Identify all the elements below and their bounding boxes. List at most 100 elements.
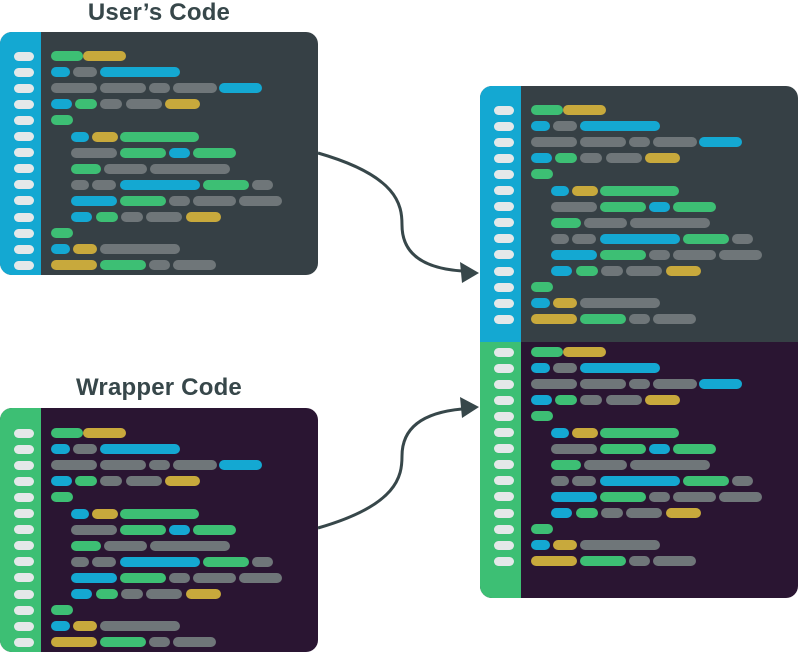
- wrapper-code-token: [120, 556, 200, 567]
- wrapper-code-token: [120, 524, 166, 535]
- combined-wrapper-code-token: [572, 427, 598, 438]
- combined-user-code-token: [531, 105, 563, 115]
- user-code-token: [73, 244, 97, 255]
- user-code-token: [73, 67, 97, 78]
- wrapper-code-token: [165, 476, 200, 487]
- user-code-token: [71, 212, 92, 222]
- combined-user-line-number: [494, 169, 514, 179]
- user-code-token: [100, 260, 146, 271]
- wrapper-code-token: [51, 605, 73, 616]
- user-code-token: [51, 115, 73, 126]
- wrapper-line-number: [14, 476, 34, 486]
- combined-user-code-token: [584, 217, 627, 228]
- user-code-token: [83, 51, 126, 61]
- user-code-token: [100, 99, 122, 110]
- user-line-number: [14, 196, 34, 206]
- wrapper-code-token: [71, 589, 92, 599]
- combined-wrapper-line-number: [494, 556, 514, 566]
- user-code-token: [193, 147, 236, 158]
- combined-wrapper-code-token: [584, 459, 627, 470]
- wrapper-line-number: [14, 492, 34, 502]
- combined-wrapper-code-token: [580, 556, 626, 567]
- user-code-token: [51, 260, 97, 271]
- wrapper-code-token: [193, 524, 236, 535]
- combined-wrapper-code-token: [699, 379, 742, 390]
- user-code-token: [104, 163, 147, 174]
- combined-wrapper-code-token: [551, 475, 569, 486]
- combined-user-code-token: [551, 266, 572, 276]
- combined-wrapper-code-token: [666, 508, 701, 518]
- user-code-token: [203, 179, 249, 190]
- combined-user-code-token: [531, 121, 550, 132]
- wrapper-code-token: [146, 589, 182, 599]
- combined-wrapper-code-token: [600, 491, 646, 502]
- wrapper-line-number: [14, 573, 34, 583]
- combined-user-code-token: [580, 153, 602, 164]
- combined-user-line-number: [494, 298, 514, 308]
- combined-user-code-token: [673, 249, 716, 260]
- user-code-token: [121, 212, 143, 222]
- wrapper-line-number: [14, 621, 34, 631]
- combined-user-code-token: [563, 105, 606, 115]
- wrapper-code-token: [100, 444, 180, 455]
- combined-wrapper-code-token: [580, 540, 660, 551]
- combined-wrapper-code-token: [531, 395, 552, 406]
- wrapper-code-token: [51, 428, 83, 438]
- wrapper-code-token: [51, 492, 73, 503]
- combined-wrapper-code-token: [601, 508, 623, 518]
- user-line-number: [14, 51, 34, 61]
- combined-user-code-token: [649, 201, 670, 212]
- arrowhead-user: [460, 262, 479, 283]
- user-code-body: [41, 32, 318, 275]
- user-code-token: [150, 163, 230, 174]
- user-line-number: [14, 260, 34, 270]
- user-code-token: [51, 228, 73, 239]
- wrapper-code-token: [92, 508, 118, 519]
- combined-code-panel: [480, 86, 798, 598]
- user-code-token: [100, 83, 146, 94]
- combined-wrapper-gutter: [480, 342, 521, 598]
- user-code-token: [51, 67, 70, 78]
- combined-wrapper-code-token: [553, 363, 577, 374]
- combined-wrapper-code-token: [531, 524, 553, 535]
- combined-user-code-token: [531, 282, 553, 293]
- user-line-number: [14, 212, 34, 222]
- combined-user-code-token: [551, 201, 597, 212]
- combined-user-code-token: [649, 249, 670, 260]
- wrapper-code-token: [149, 637, 170, 648]
- combined-wrapper-line-number: [494, 492, 514, 502]
- combined-user-code-token: [551, 249, 597, 260]
- user-code-token: [71, 131, 89, 142]
- user-line-number: [14, 132, 34, 141]
- combined-wrapper-code-token: [531, 363, 550, 374]
- combined-wrapper-line-number: [494, 411, 514, 421]
- combined-wrapper-code-token: [719, 491, 762, 502]
- wrapper-code-token: [71, 508, 89, 519]
- wrapper-code-token: [51, 460, 97, 471]
- wrapper-code-token: [173, 637, 216, 648]
- user-code-token: [126, 99, 162, 110]
- arrow-user-to-combined: [317, 151, 463, 273]
- wrapper-line-number: [14, 589, 34, 599]
- combined-user-code-token: [629, 314, 650, 325]
- wrapper-code-token: [100, 621, 180, 632]
- wrapper-line-number: [14, 509, 34, 518]
- combined-wrapper-code-token: [531, 411, 553, 422]
- combined-wrapper-code-token: [551, 443, 597, 454]
- wrapper-code-token: [71, 524, 117, 535]
- combined-wrapper-code-token: [630, 459, 710, 470]
- combined-user-code-token: [683, 233, 729, 244]
- user-code-token: [219, 83, 262, 94]
- wrapper-line-number: [14, 541, 34, 551]
- wrapper-code-token: [173, 460, 217, 471]
- user-code-token: [120, 179, 200, 190]
- user-code-token: [149, 260, 170, 271]
- combined-user-code-token: [580, 314, 626, 325]
- wrapper-code-token: [169, 572, 190, 583]
- user-line-number: [14, 115, 34, 125]
- combined-wrapper-code-token: [580, 363, 660, 374]
- user-code-token: [75, 99, 97, 110]
- wrapper-code-token: [83, 428, 126, 438]
- user-code-token: [165, 99, 200, 110]
